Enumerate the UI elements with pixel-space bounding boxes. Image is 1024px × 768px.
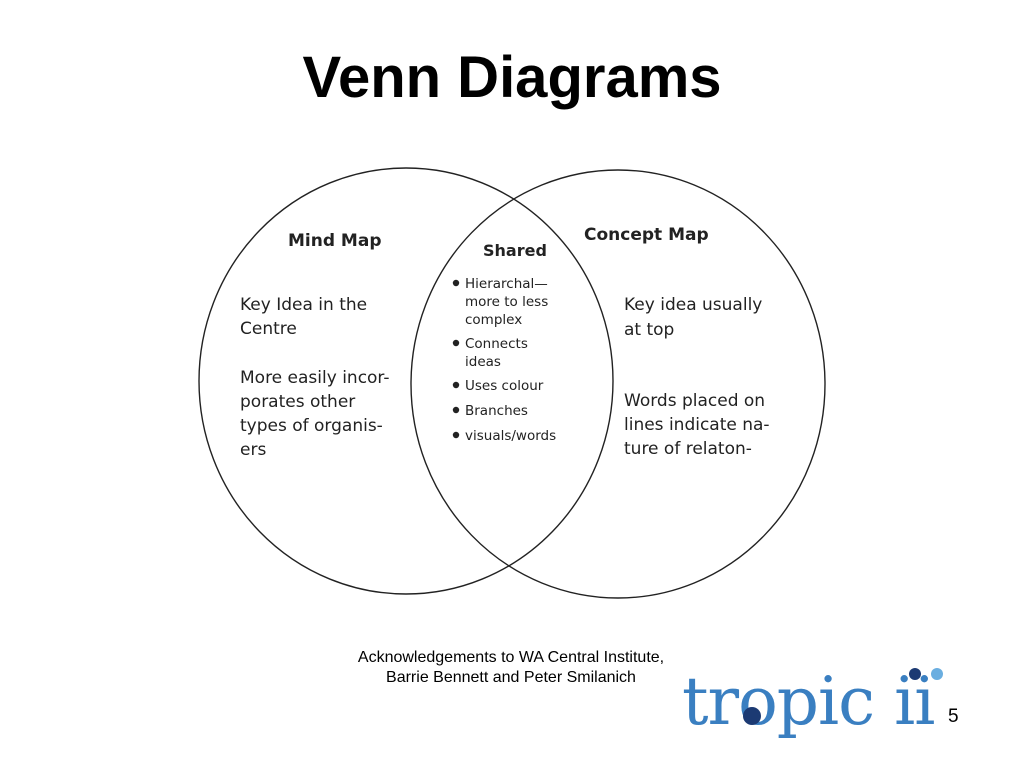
bullet-dot xyxy=(452,339,460,347)
shared-bullet-5: visuals/words xyxy=(465,428,556,444)
shared-bullet-2-line-2: ideas xyxy=(465,354,501,370)
right-heading: Concept Map xyxy=(584,225,709,245)
tropic-logo-wordmark: tropic ii xyxy=(682,663,934,740)
slide-number: 5 xyxy=(948,706,959,727)
left-circle xyxy=(198,167,614,595)
bullet-dot xyxy=(452,279,460,287)
bullet-dot xyxy=(452,406,460,414)
right-line-3: Words placed on xyxy=(624,391,765,411)
right-line-1: Key idea usually xyxy=(624,295,762,315)
shared-bullet-3: Uses colour xyxy=(465,378,544,394)
left-line-4: porates other xyxy=(240,392,355,412)
logo-dot-icon xyxy=(743,707,761,725)
bullet-dot xyxy=(452,431,460,439)
left-line-3: More easily incor- xyxy=(240,368,389,388)
shared-bullet-2-line-1: Connects xyxy=(465,336,528,352)
acknowledgement-text: Acknowledgements to WA Central Institute… xyxy=(357,649,665,686)
tropic-logo: tropic ii xyxy=(682,663,943,740)
left-line-1: Key Idea in the xyxy=(240,295,367,315)
right-line-4: lines indicate na- xyxy=(624,415,770,435)
shared-bullet-4: Branches xyxy=(465,403,528,419)
venn-diagram: Mind Map Key Idea in the Centre More eas… xyxy=(198,167,826,599)
left-line-6: ers xyxy=(240,440,266,460)
logo-dot-icon xyxy=(909,668,921,680)
left-line-5: types of organis- xyxy=(240,416,383,436)
left-heading: Mind Map xyxy=(288,231,382,251)
slide-title: Venn Diagrams xyxy=(302,45,722,110)
shared-bullet-1-line-2: more to less xyxy=(465,294,548,310)
right-line-5: ture of relaton- xyxy=(624,439,752,459)
right-circle xyxy=(410,169,826,599)
left-line-2: Centre xyxy=(240,319,297,339)
shared-heading: Shared xyxy=(483,241,547,260)
bullet-dot xyxy=(452,381,460,389)
right-line-2: at top xyxy=(624,320,674,340)
shared-bullet-1-line-3: complex xyxy=(465,312,522,328)
logo-dot-icon xyxy=(931,668,943,680)
shared-bullet-1-line-1: Hierarchal— xyxy=(465,276,548,292)
